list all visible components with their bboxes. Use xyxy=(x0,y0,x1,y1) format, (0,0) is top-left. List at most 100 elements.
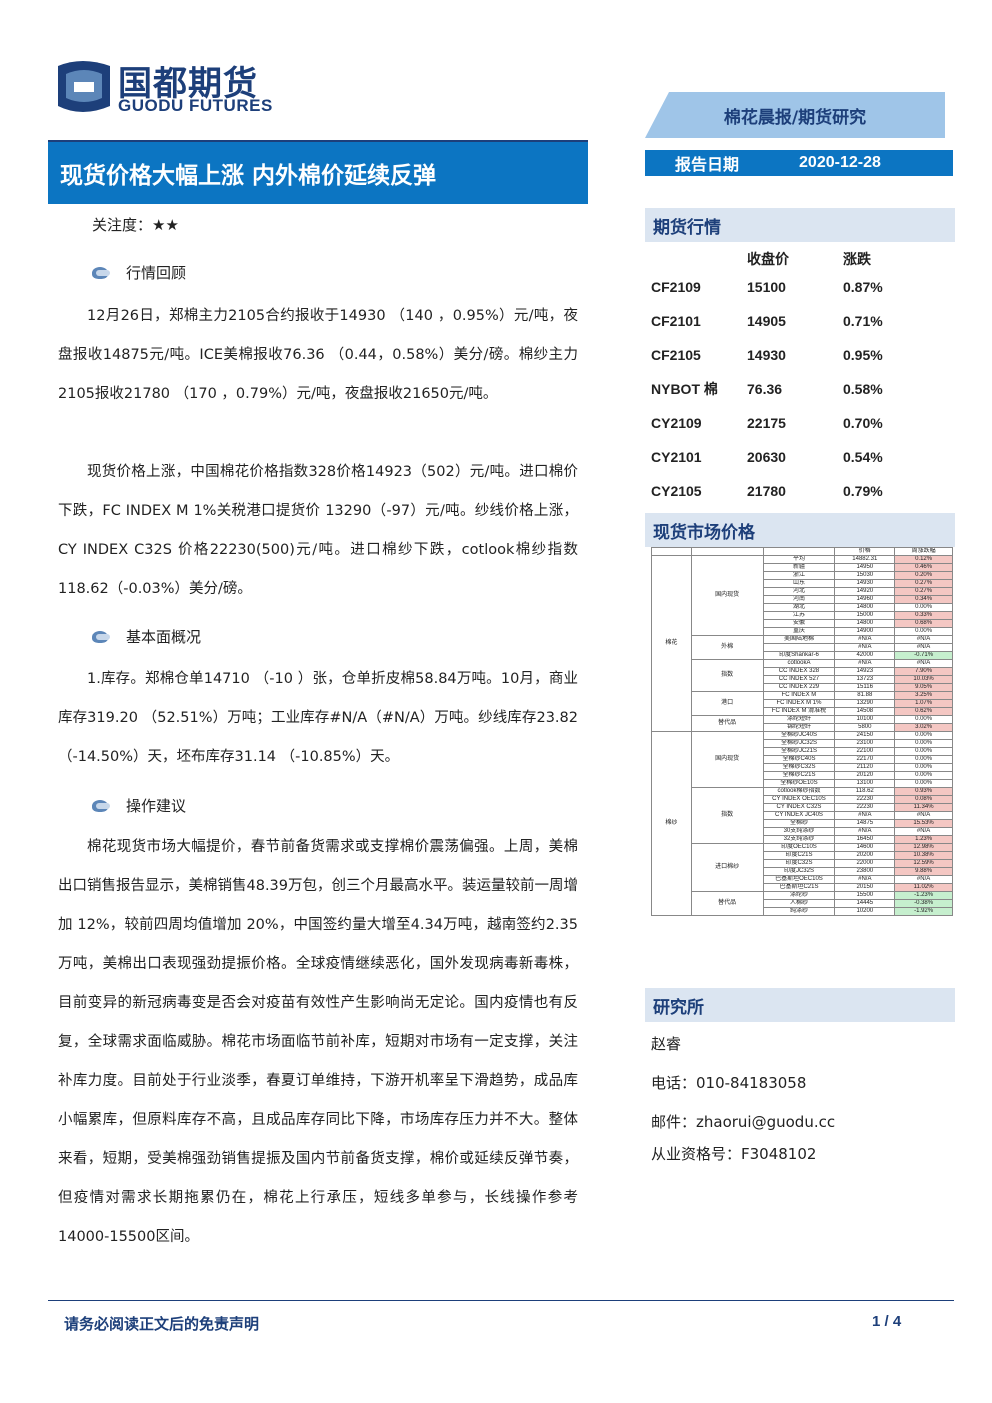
spot-name: 印度Shankar-6 xyxy=(762,651,836,660)
subgroup-label: 进口棉纱 xyxy=(690,843,764,892)
spot-name: 30支纯涤纱 xyxy=(762,827,836,836)
spot-name: 浙江 xyxy=(762,571,836,580)
spot-price: 20150 xyxy=(834,883,896,892)
col-weekly-change: 周涨跌幅 xyxy=(894,547,953,556)
spot-price: 16450 xyxy=(834,835,896,844)
subgroup-label: 外棉 xyxy=(690,635,764,660)
spot-chg: 11.02% xyxy=(894,883,953,892)
spot-chg: 7.90% xyxy=(894,667,953,676)
spot-chg: 3.02% xyxy=(894,723,953,732)
analyst-name: 赵睿 xyxy=(651,1035,682,1053)
spot-name: 山东 xyxy=(762,579,836,588)
spot-chg: -0.71% xyxy=(894,651,953,660)
spot-chg: -1.92% xyxy=(894,907,953,916)
spot-name: 32支纯涤纱 xyxy=(762,835,836,844)
spot-price: 10100 xyxy=(834,715,896,724)
futures-close: 15100 xyxy=(747,279,786,295)
report-date-bar: 报告日期 2020-12-28 xyxy=(645,150,953,176)
spot-name: 全棉纱JC21S xyxy=(762,747,836,756)
spot-name: 锦纶短纤 xyxy=(762,723,836,732)
analyst-license: 从业资格号：F3048102 xyxy=(651,1145,817,1163)
futures-code: CF2109 xyxy=(651,279,701,295)
spot-name: FC INDEX M 1% xyxy=(762,699,836,708)
spot-name: 湖北 xyxy=(762,603,836,612)
spot-name: CC INDEX 328 xyxy=(762,667,836,676)
spot-chg: 0.68% xyxy=(894,619,953,628)
spot-price: 22000 xyxy=(834,859,896,868)
spot-chg: 0.00% xyxy=(894,747,953,756)
futures-change: 0.87% xyxy=(843,279,883,295)
spot-chg: 12.59% xyxy=(894,859,953,868)
spot-name: 江苏 xyxy=(762,611,836,620)
report-type-banner: 棉花晨报/期货研究 xyxy=(645,92,945,138)
spot-chg: 0.62% xyxy=(894,707,953,716)
spot-price: #N/A xyxy=(834,827,896,836)
spot-chg: 0.00% xyxy=(894,779,953,788)
spot-name: 河南 xyxy=(762,595,836,604)
spot-price: #N/A xyxy=(834,811,896,820)
futures-close: 76.36 xyxy=(747,381,783,397)
futures-code: CF2105 xyxy=(651,347,701,363)
spot-price: 10200 xyxy=(834,907,896,916)
spot-name: 全棉纱JC40S xyxy=(762,731,836,740)
spot-name: 美国陆地棉 xyxy=(762,635,836,644)
subgroup-label: 指数 xyxy=(690,659,764,692)
spot-name: 印度OEC10S xyxy=(762,843,836,852)
spot-price: 14920 xyxy=(834,587,896,596)
spot-chg: -0.38% xyxy=(894,899,953,908)
spot-price: 22100 xyxy=(834,747,896,756)
spot-name xyxy=(762,643,836,652)
spot-chg: 12.98% xyxy=(894,843,953,852)
spot-chg: #N/A xyxy=(894,659,953,668)
spot-heading: 现货市场价格 xyxy=(645,513,955,547)
disclaimer-link[interactable]: 请务必阅读正文后的免责声明 xyxy=(64,1315,260,1333)
spot-price: 14445 xyxy=(834,899,896,908)
spot-name: CC INDEX 229 xyxy=(762,683,836,692)
spot-chg: #N/A xyxy=(894,635,953,644)
spot-chg: 15.53% xyxy=(894,819,953,828)
futures-change: 0.58% xyxy=(843,381,883,397)
spot-name: FC INDEX M xyxy=(762,691,836,700)
section-heading-text: 操作建议 xyxy=(126,797,187,815)
spot-name: CY INDEX OEC10S xyxy=(762,795,836,804)
spot-name: 平均 xyxy=(762,555,836,564)
spot-chg: #N/A xyxy=(894,643,953,652)
spot-price: 14800 xyxy=(834,619,896,628)
spot-chg: 0.00% xyxy=(894,731,953,740)
spot-chg: 0.33% xyxy=(894,611,953,620)
spot-name: 纯涤纱 xyxy=(762,907,836,916)
spot-name: 全棉纱C40S xyxy=(762,755,836,764)
spot-price: 22230 xyxy=(834,803,896,812)
col-close: 收盘价 xyxy=(747,251,789,267)
futures-change: 0.95% xyxy=(843,347,883,363)
spot-price: 13100 xyxy=(834,779,896,788)
futures-close: 21780 xyxy=(747,483,786,499)
brand-name-cn: 国都期货 xyxy=(118,64,258,104)
spot-chg: 0.00% xyxy=(894,763,953,772)
subgroup-label: 国内现货 xyxy=(690,555,764,636)
spot-price: 13723 xyxy=(834,675,896,684)
spot-price: 14930 xyxy=(834,579,896,588)
spot-name: CY INDEX JC40S xyxy=(762,811,836,820)
spot-price: 22230 xyxy=(834,795,896,804)
spot-chg: 0.00% xyxy=(894,771,953,780)
spot-chg: 0.20% xyxy=(894,571,953,580)
spot-price: 14800 xyxy=(834,603,896,612)
futures-code: CY2109 xyxy=(651,415,702,431)
section-bullet-icon xyxy=(92,265,112,281)
spot-price: 20120 xyxy=(834,771,896,780)
spot-price: 22170 xyxy=(834,755,896,764)
group-label: 棉花 xyxy=(651,555,692,732)
spot-price: 5800 xyxy=(834,723,896,732)
spot-price: 23100 xyxy=(834,739,896,748)
subgroup-label: 替代品 xyxy=(690,715,764,732)
spot-name: 全棉纱JC32S xyxy=(762,739,836,748)
spot-chg: -1.23% xyxy=(894,891,953,900)
analyst-phone: 电话：010-84183058 xyxy=(651,1074,807,1092)
